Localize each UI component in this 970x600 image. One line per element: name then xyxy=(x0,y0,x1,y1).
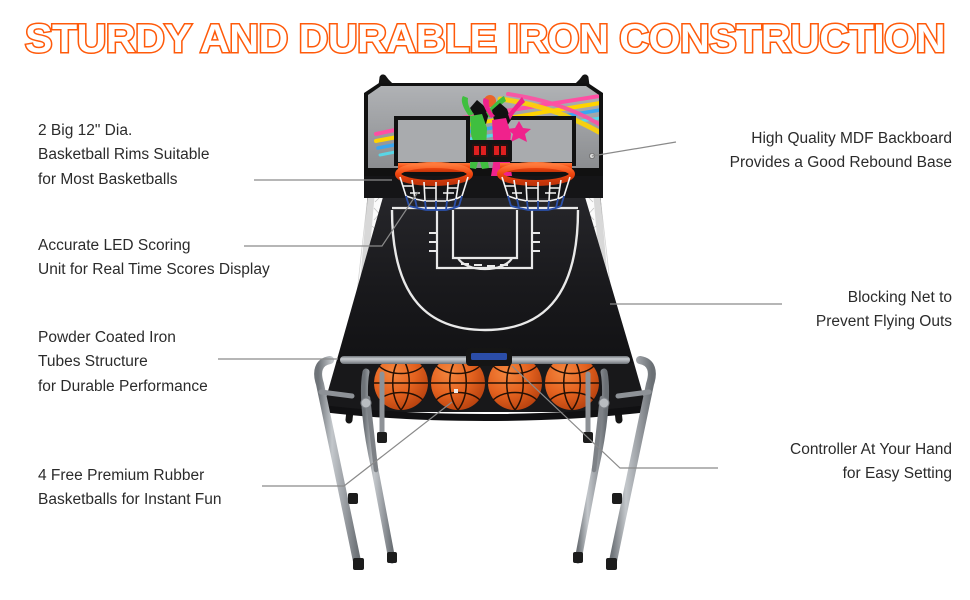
callout-controller: Controller At Your Hand for Easy Setting xyxy=(790,441,952,483)
callout-blocking-net: Blocking Net to Prevent Flying Outs xyxy=(815,289,952,331)
callout-backboard: High Quality MDF Backboard Provides a Go… xyxy=(729,130,952,172)
basketball xyxy=(545,355,599,411)
callout-iron-tubes: Powder Coated Iron Tubes Structure for D… xyxy=(38,329,208,395)
callout-led-scoring: Accurate LED Scoring Unit for Real Time … xyxy=(38,237,270,279)
basketball xyxy=(431,355,485,411)
controller-unit[interactable] xyxy=(466,348,512,366)
callout-rims: 2 Big 12" Dia. Basketball Rims Suitable … xyxy=(38,122,210,188)
backboard-panel-left xyxy=(394,116,470,166)
page-title: STURDY AND DURABLE IRON CONSTRUCTION xyxy=(23,17,947,62)
court-ramp xyxy=(336,197,634,363)
led-scoring-unit[interactable] xyxy=(468,140,512,162)
basketball-rim-right xyxy=(497,162,575,211)
mdf-backboard xyxy=(364,83,603,198)
callout-basketballs: 4 Free Premium Rubber Basketballs for In… xyxy=(38,467,222,509)
